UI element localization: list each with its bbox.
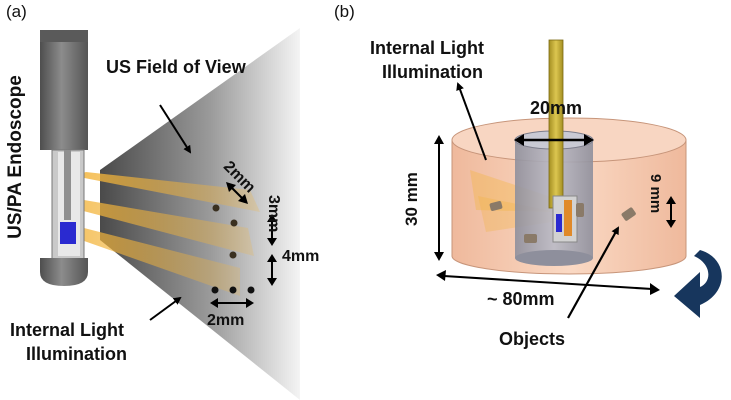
- inner-diameter-label: 20mm: [530, 98, 583, 118]
- target-point: [211, 286, 219, 294]
- dimension-arrow-outer-diameter: [436, 270, 660, 295]
- outer-diameter-label: ~ 80mm: [487, 289, 555, 309]
- endoscope-label: US/PA Endoscope: [5, 75, 26, 239]
- object-cylinder: [621, 207, 636, 221]
- transducer: [60, 222, 76, 244]
- dimension-arrow-diagonal: [226, 182, 248, 204]
- probe-tip-blue: [556, 214, 562, 232]
- spacing-horizontal-label: 2mm: [207, 312, 245, 329]
- light-beam-3: [70, 228, 240, 296]
- light-label-b-line2: Illumination: [382, 62, 483, 82]
- light-label-b-line1: Internal Light: [370, 38, 484, 58]
- us-field-of-view: [100, 28, 300, 400]
- dimension-arrow-inner-diameter: [514, 134, 594, 146]
- target-point: [229, 251, 237, 259]
- dimension-arrow-height: [434, 135, 444, 261]
- panel-b-letter: (b): [334, 2, 355, 21]
- endoscope-top-cap: [40, 30, 88, 44]
- objects-label: Objects: [499, 329, 566, 349]
- object-cylinder: [489, 201, 503, 211]
- spacing-vertical-1-label: 3mm: [265, 195, 282, 233]
- fiber-probe: [548, 39, 564, 209]
- fiber-bundle: [64, 150, 71, 220]
- endoscope-body: [40, 42, 88, 150]
- target-point: [230, 219, 238, 227]
- light-beam-1: [74, 172, 260, 212]
- probe-tip-orange: [564, 200, 572, 236]
- dimension-arrow-horizontal: [210, 298, 254, 308]
- objects-pointer-arrow: [567, 226, 619, 319]
- panel-a: [40, 28, 300, 400]
- target-point: [229, 286, 237, 294]
- fov-pointer-arrow: [159, 104, 192, 154]
- dimension-arrow-vertical-2: [267, 254, 277, 286]
- object-spacing-label: 9 mm: [647, 174, 664, 214]
- inner-cylinder-bottom: [515, 250, 593, 266]
- dimension-arrow-object-spacing: [666, 196, 676, 228]
- object-cylinder: [576, 203, 584, 217]
- light-label-a-line1: Internal Light: [10, 320, 124, 340]
- fov-label: US Field of View: [106, 57, 246, 77]
- dimension-arrow-vertical-1: [267, 214, 277, 246]
- panel-b: [434, 39, 722, 319]
- spacing-vertical-2-label: 4mm: [282, 248, 320, 265]
- target-point: [247, 286, 255, 294]
- target-point: [212, 204, 220, 212]
- panel-a-letter: (a): [6, 2, 27, 21]
- light-beam-2: [72, 200, 254, 256]
- rotation-arrow-icon: [674, 250, 722, 318]
- light-pointer-arrow-b: [456, 82, 487, 161]
- light-label-a-line2: Illumination: [26, 344, 127, 364]
- object-cylinder: [524, 234, 537, 243]
- endoscope-tip: [40, 258, 88, 286]
- light-pointer-arrow-a: [149, 296, 182, 321]
- height-label: 30 mm: [402, 172, 421, 226]
